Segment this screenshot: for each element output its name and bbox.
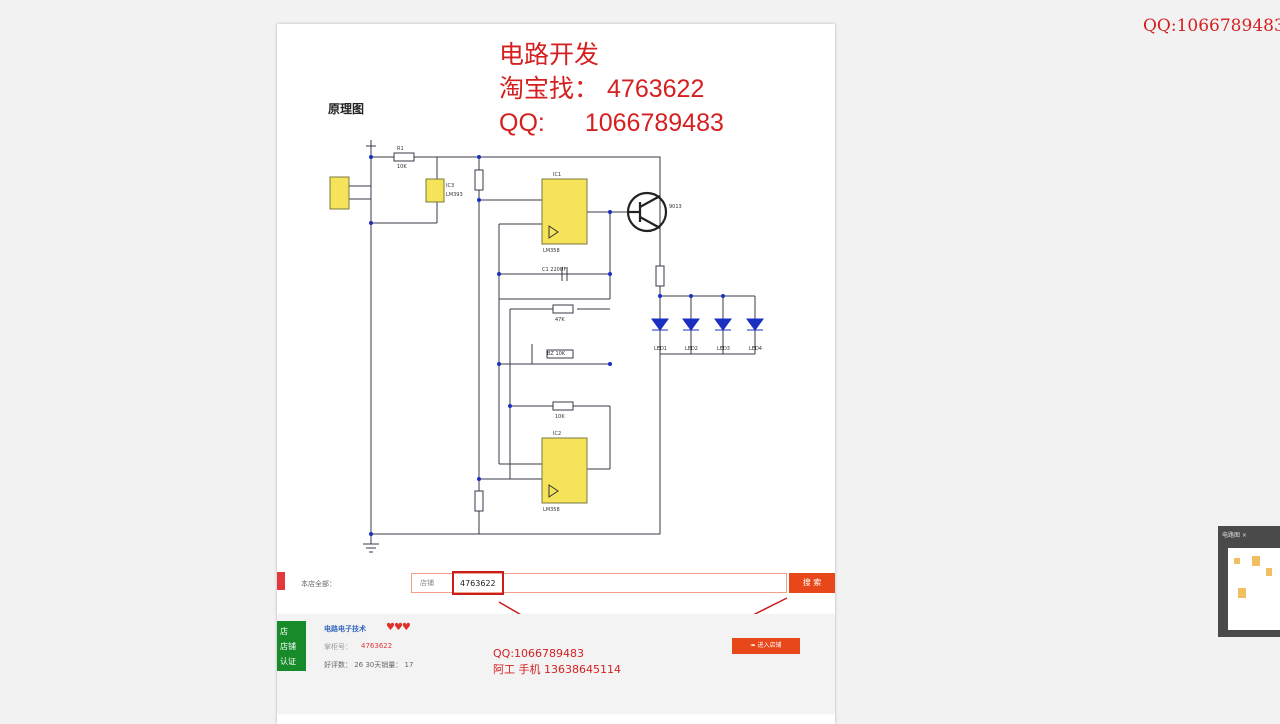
ic3-chip xyxy=(425,178,445,203)
promo-qq-number: 1066789483 xyxy=(584,109,724,137)
search-input[interactable]: 4763622 xyxy=(452,571,504,595)
shop-tag-line-1: 店 xyxy=(280,627,288,636)
promo-line-1: 电路开发 xyxy=(499,41,600,69)
led-3 xyxy=(714,318,732,331)
schematic-title: 原理图 xyxy=(328,102,365,116)
promo-qq-label: QQ: xyxy=(499,109,545,137)
promo-text: 电路开发 淘宝找：4763622 QQ: 1066789483 xyxy=(499,38,724,140)
label-ic2: IC2 xyxy=(553,431,561,437)
led-1 xyxy=(651,318,669,331)
label-r-fb: 47K xyxy=(555,317,565,323)
label-led3: LED3 xyxy=(717,346,730,352)
label-transistor: 9013 xyxy=(669,204,682,210)
contact-qq: QQ:1066789483 xyxy=(493,647,585,660)
label-led2: LED2 xyxy=(685,346,698,352)
power-connector xyxy=(329,176,350,210)
shop-tag: 店 店铺 认证 xyxy=(277,621,306,671)
label-r1-val: 10K xyxy=(397,164,407,170)
shop-tag-line-3: 认证 xyxy=(280,657,296,666)
label-led1: LED1 xyxy=(654,346,667,352)
shop-id-label: 掌柜号： xyxy=(324,643,352,651)
shop-stats: 好评数： 26 30天销量： 17 xyxy=(324,661,414,669)
shop-id-value: 4763622 xyxy=(361,642,393,650)
contact-phone: 阿工 手机 13638645114 xyxy=(493,663,621,676)
resistor-r2 xyxy=(474,169,484,191)
label-r1: R1 xyxy=(397,146,404,152)
search-scope[interactable]: 店铺 xyxy=(420,579,434,587)
resistor-10k xyxy=(552,401,574,411)
potentiometer xyxy=(546,349,574,359)
enter-shop-button[interactable]: ➠ 进入店铺 xyxy=(732,638,800,654)
label-ic1-part: LM358 xyxy=(543,248,560,254)
label-ic1: IC1 xyxy=(553,172,561,178)
circuit-schematic: R1 10K IC3 LM393 IC1 LM358 IC2 LM358 901… xyxy=(329,140,764,553)
thumbnail-header[interactable]: 电路图 × xyxy=(1222,532,1247,539)
promo-line-2: 淘宝找：4763622 xyxy=(499,72,724,106)
resistor-r-led xyxy=(655,265,665,287)
led-2 xyxy=(682,318,700,331)
resistor-r1 xyxy=(393,152,415,162)
resistor-47k xyxy=(552,304,574,314)
label-ic2-part: LM358 xyxy=(543,507,560,513)
watermark-qq: QQ:1066789483 xyxy=(1143,16,1280,36)
shop-name[interactable]: 电路电子技术 xyxy=(324,625,366,633)
label-r-res: 10K xyxy=(555,414,565,420)
label-ic3-part: LM393 xyxy=(446,192,463,198)
label-led4: LED4 xyxy=(749,346,762,352)
label-pot: BZ 10K xyxy=(547,351,566,357)
label-ic3: IC3 xyxy=(446,183,454,189)
thumbnail-image[interactable] xyxy=(1228,548,1280,630)
search-box[interactable]: 店铺 4763622 xyxy=(411,571,787,595)
promo-line-3: QQ: 1066789483 xyxy=(499,106,724,140)
search-label: 本店全部： xyxy=(301,580,336,588)
shop-rating-hearts: ♥♥♥ xyxy=(386,622,411,633)
promo-taobao-id: 4763622 xyxy=(607,75,705,103)
thumbnail-popup[interactable]: 电路图 × xyxy=(1218,526,1280,637)
shop-logo xyxy=(277,572,285,590)
promo-taobao-label: 淘宝找： xyxy=(499,75,600,103)
led-4 xyxy=(746,318,764,331)
shop-card: 店 店铺 认证 电路电子技术 ♥♥♥ 掌柜号： 4763622 好评数： 26 … xyxy=(277,614,835,714)
annotation-arrows xyxy=(498,597,788,617)
shop-tag-line-2: 店铺 xyxy=(280,642,296,651)
resistor-r5 xyxy=(474,490,484,512)
document-page: 电路开发 淘宝找：4763622 QQ:1066789483 原理图 xyxy=(277,24,835,724)
transistor-9013 xyxy=(626,191,668,233)
search-button[interactable]: 搜 索 xyxy=(789,573,835,593)
label-cap: C1 220UF xyxy=(542,267,566,273)
